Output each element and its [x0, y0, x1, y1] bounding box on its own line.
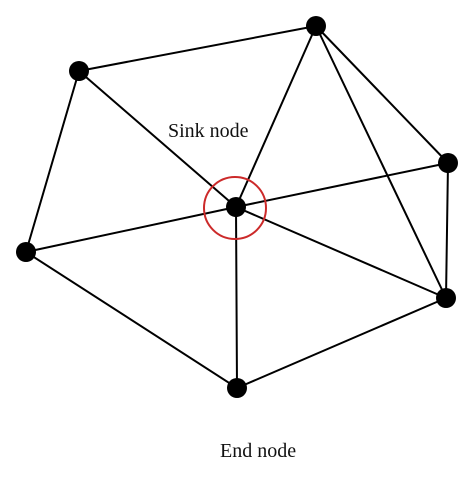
node-right-lower: [436, 288, 456, 308]
sink-highlight-ring: [203, 176, 267, 240]
edge-top-left-left: [25, 70, 80, 253]
edge-top-left-sink: [78, 70, 237, 208]
end-node-label: End node: [220, 440, 297, 462]
node-top: [306, 16, 326, 36]
edge-top-sink: [235, 25, 317, 208]
nodes-group: [16, 16, 458, 398]
node-right-upper: [438, 153, 458, 173]
edges-group: [25, 25, 449, 389]
edge-right-lower-sink: [235, 206, 447, 299]
edge-bottom-sink: [235, 206, 238, 389]
edge-top-left-top: [78, 25, 317, 72]
edge-left-sink: [25, 206, 237, 253]
node-sink: [226, 197, 246, 217]
node-bottom: [227, 378, 247, 398]
edge-right-upper-right-lower: [445, 162, 449, 299]
edge-right-upper-sink: [235, 162, 449, 208]
node-top-left: [69, 61, 89, 81]
node-left: [16, 242, 36, 262]
edge-right-lower-bottom: [236, 297, 447, 389]
edge-top-right-upper: [315, 25, 449, 164]
edge-left-bottom: [25, 251, 238, 389]
edge-top-right-lower: [315, 25, 447, 299]
sink-node-label: Sink node: [168, 120, 249, 142]
